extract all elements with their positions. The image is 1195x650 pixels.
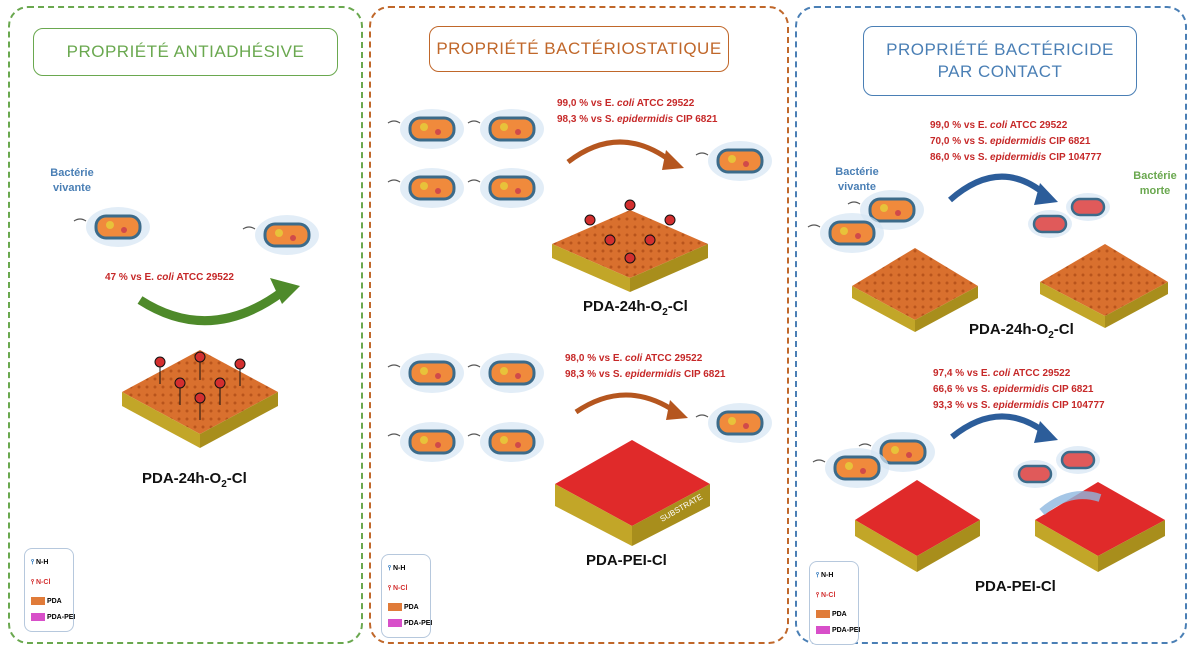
antiadhesive-title: PROPRIÉTÉ ANTIADHÉSIVE — [33, 28, 338, 76]
green-arrow — [137, 288, 285, 326]
pda-surface — [852, 244, 1168, 332]
bactericidal-bottom-label: PDA-PEI-Cl — [975, 578, 1056, 595]
legend-pda: PDA — [31, 597, 62, 605]
bacteriostatic-top-stats: 99,0 % vs E. coli ATCC 29522 98,3 % vs S… — [557, 98, 718, 125]
blue-arrow-bottom — [950, 413, 1048, 440]
legend-nh: ⫯ N-H — [31, 559, 49, 566]
bactericidal-panel: PROPRIÉTÉ BACTÉRICIDE PAR CONTACT 99,0 %… — [795, 6, 1187, 645]
antiadhesive-surface-label: PDA-24h-O2-Cl — [142, 470, 247, 490]
orange-arrow-bottom — [574, 392, 678, 415]
pda-surface — [552, 199, 708, 292]
bacteriostatic-title: PROPRIÉTÉ BACTÉRIOSTATIQUE — [429, 26, 729, 72]
bacteriostatic-bottom-stats: 98,0 % vs E. coli ATCC 29522 98,3 % vs S… — [565, 353, 726, 380]
bacteriostatic-top-label: PDA-24h-O2-Cl — [583, 298, 688, 318]
bactericidal-top-label: PDA-24h-O2-Cl — [969, 321, 1074, 341]
orange-arrow-top — [566, 139, 674, 164]
bactericidal-bottom-stats: 97,4 % vs E. coli ATCC 29522 66,6 % vs S… — [933, 368, 1105, 411]
dead-bacteria-label: Bactérie morte — [1133, 170, 1177, 197]
pda-surface — [122, 350, 278, 448]
bactericidal-top-stats: 99,0 % vs E. coli ATCC 29522 70,0 % vs S… — [930, 120, 1102, 163]
legend-pdapei: PDA-PEI — [31, 613, 75, 621]
legend-ncl: ⫯ N-Cl — [31, 579, 51, 586]
live-bacteria-label: Bactérie vivante — [50, 167, 94, 194]
live-bacterium — [72, 205, 152, 249]
blue-arrow-top — [948, 173, 1048, 203]
live-bacteria-label: Bactérie vivante — [835, 166, 879, 193]
legend: ⫯ N-H ⫯ N-Cl PDA PDA-PEI — [381, 554, 432, 638]
antiadhesive-panel: PROPRIÉTÉ ANTIADHÉSIVE Bactérie vivante … — [8, 6, 363, 644]
bacterium — [241, 213, 321, 257]
bacteriostatic-panel: PROPRIÉTÉ BACTÉRIOSTATIQUE 99,0 % vs E. … — [369, 6, 789, 644]
legend: ⫯ N-H ⫯ N-Cl PDA PDA-PEI — [24, 548, 75, 632]
bactericidal-title: PROPRIÉTÉ BACTÉRICIDE PAR CONTACT — [863, 26, 1137, 96]
bacteriostatic-bottom-label: PDA-PEI-Cl — [586, 552, 667, 569]
legend: ⫯ N-H ⫯ N-Cl PDA PDA-PEI — [809, 561, 860, 645]
pda-pei-surface — [855, 480, 1165, 572]
antiadhesive-stat: 47 % vs E. coli ATCC 29522 — [105, 272, 234, 283]
pda-pei-surface: SUBSTRATE — [555, 440, 710, 546]
